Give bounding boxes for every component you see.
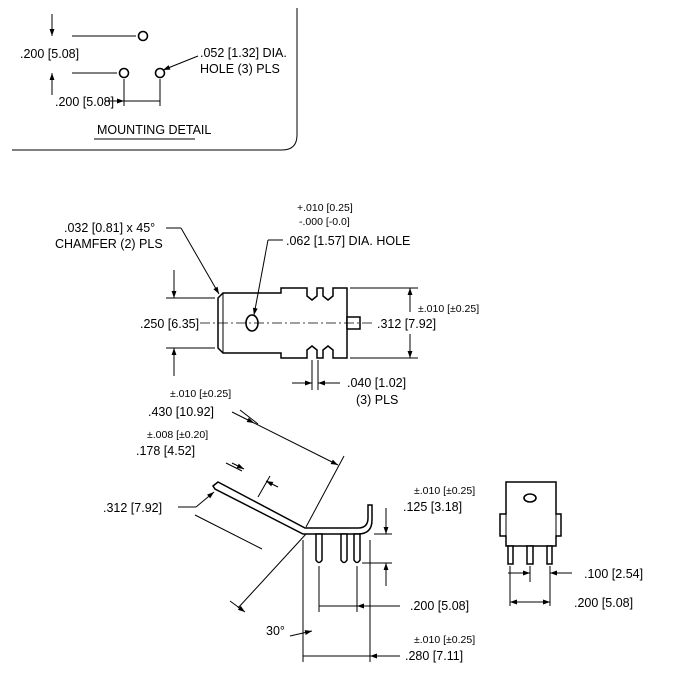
end-view: .100 [2.54] .200 [5.08] [499,481,643,610]
angle-dim: 30° [266,624,285,638]
terminal-pin [340,533,348,564]
overall-length-dim: .430 [10.92] [148,405,214,419]
height-dim: .125 [3.18] [403,500,462,514]
mounting-hole-callout: .052 [1.32] DIA. [200,46,287,60]
end-view-body [499,481,562,547]
slot-width-dim: .040 [1.02] [347,376,406,390]
overall-depth-dim: .280 [7.11] [405,649,463,663]
mounting-detail: .200 [5.08] .200 [5.08] .052 [1.32] DIA.… [12,8,298,151]
dim-line [229,600,246,613]
mounting-hole-callout-qty: HOLE (3) PLS [200,62,280,76]
hole-callout: .062 [1.57] DIA. HOLE [286,234,410,248]
dim-line [253,422,339,466]
tab-length-dim: .178 [4.52] [136,444,195,458]
leader-line [180,227,220,295]
mounting-dim-vertical: .200 [5.08] [20,47,79,61]
tab-length-tol: ±.008 [±0.20] [147,429,208,441]
end-pin-spacing-dim: .200 [5.08] [574,596,633,610]
ext-line [257,475,271,498]
overall-depth-tol: ±.010 [±0.25] [414,634,475,646]
mounting-hole-right [154,67,166,79]
height-tol: ±.010 [±0.25] [414,485,475,497]
hole-tol-minus: -.000 [-0.0] [299,216,350,228]
mounting-detail-border [12,8,298,151]
end-view-pin [526,545,534,565]
ext-line [194,514,263,550]
leader-line [252,239,269,316]
ext-line [225,462,243,472]
dim-line [289,630,313,637]
hole-tol-plus: +.010 [0.25] [297,202,353,214]
terminal-side-profile [211,481,373,535]
side-width-dim: .312 [7.92] [103,501,162,515]
terminal-pin [315,533,323,564]
terminal-body [217,287,348,359]
pin-spacing-dim: .200 [5.08] [410,599,469,613]
end-view-pin [546,545,553,565]
mounting-hole-left [118,67,130,79]
dim-line [231,462,245,470]
mounting-detail-title: MOUNTING DETAIL [97,123,211,137]
side-view: .430 [10.92] ±.008 [±0.20] .178 [4.52] .… [103,405,475,663]
slot-qty: (3) PLS [356,393,398,407]
dim-line [195,491,215,508]
end-view-pin [507,545,514,565]
top-view: +.010 [0.25] -.000 [-0.0] .062 [1.57] DI… [55,202,479,407]
mounting-hole-top [137,30,149,42]
end-pin-offset-dim: .100 [2.54] [584,567,643,581]
dim-line [265,480,279,488]
width-right-tol: ±.010 [±0.25] [418,303,479,315]
dim-line [231,411,255,424]
terminal-pin [353,533,361,564]
ext-line [305,455,345,528]
chamfer-callout: .032 [0.81] x 45° [64,221,155,235]
angle-ext-line [237,533,307,609]
ext-line [239,409,259,425]
mounting-dim-horizontal: .200 [5.08] [55,95,114,109]
end-view-hole [523,493,537,503]
slot-tol: ±.010 [±0.25] [170,388,231,400]
leader-line [162,55,199,71]
width-left-dim: .250 [6.35] [140,317,199,331]
width-right-dim: .312 [7.92] [377,317,436,331]
chamfer-callout-qty: CHAMFER (2) PLS [55,237,163,251]
